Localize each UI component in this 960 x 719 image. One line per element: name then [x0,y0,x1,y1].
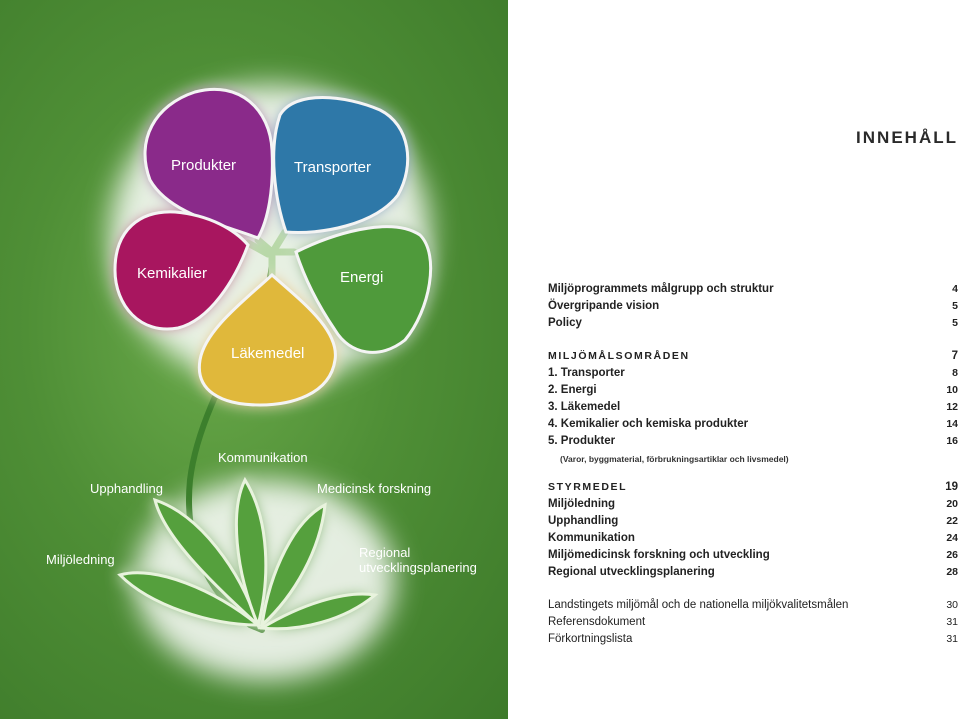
leaf-label-miljoledning: Miljöledning [46,552,115,567]
toc-entry-title: Regional utvecklingsplanering [548,566,715,578]
toc-entry[interactable]: Övergripande vision 5 [548,300,958,317]
petal-lakemedel [197,272,337,407]
toc-entry-page: 28 [946,566,958,578]
petal-kemikalier [113,210,250,331]
toc-styrmedel-group: STYRMEDEL 19 Miljöledning 20 Upphandling… [548,481,958,583]
toc-entry-title: Förkortningslista [548,633,633,645]
petal-energi [294,225,433,354]
toc-entry-title: Övergripande vision [548,300,660,312]
leaf-label-kommunikation: Kommunikation [218,450,308,465]
toc-entry-page: 31 [946,633,958,645]
leaf-right [257,592,379,631]
flower-illustration: Produkter Transporter Kemikalier Energi … [0,0,508,719]
leaf-label-regional-utvecklingsplanering: Regional utvecklingsplanering [359,545,477,575]
toc-entry-title: Miljöledning [548,498,616,510]
leaf-label-upphandling: Upphandling [90,481,164,496]
toc-section-heading[interactable]: MILJÖMÅLSOMRÅDEN 7 [548,350,958,367]
leaf-center-left [234,476,268,630]
petal-label-energi: Energi [340,269,384,286]
toc-entry[interactable]: 4. Kemikalier och kemiska produkter 14 [548,418,958,435]
toc-entry[interactable]: Policy 5 [548,317,958,334]
leaf-far-left [117,571,263,627]
toc-entry[interactable]: Förkortningslista 31 [548,633,958,650]
toc-entry-note: (Varor, byggmaterial, förbrukningsartikl… [560,454,789,464]
toc-entry-title: 1. Transporter [548,367,625,379]
toc-entry[interactable]: Upphandling 22 [548,515,958,532]
toc-heading: INNEHÅLL [856,128,958,147]
toc-section-title: MILJÖMÅLSOMRÅDEN [548,350,690,362]
toc-entry[interactable]: 1. Transporter 8 [548,367,958,384]
petal-produkter [143,87,274,240]
toc-intro-group: Miljöprogrammets målgrupp och struktur 4… [548,283,958,334]
toc-entry[interactable]: Miljöledning 20 [548,498,958,515]
toc-entry[interactable]: Landstingets miljömål och de nationella … [548,599,958,616]
toc-entry-page: 16 [946,435,958,447]
toc-omraden-group: MILJÖMÅLSOMRÅDEN 7 1. Transporter 8 2. E… [548,350,958,466]
leaf-left [152,497,262,631]
toc-entry[interactable]: Miljöprogrammets målgrupp och struktur 4 [548,283,958,300]
toc-entry[interactable]: Referensdokument 31 [548,616,958,633]
toc-appendix-group: Landstingets miljömål och de nationella … [548,599,958,650]
petal-label-kemikalier: Kemikalier [137,265,208,282]
toc-entry-page: 14 [946,418,958,430]
toc-entry-title: Referensdokument [548,616,646,628]
toc-entry-title: 4. Kemikalier och kemiska produkter [548,418,749,430]
toc-entry-title: Policy [548,317,582,329]
toc-entry-title: 2. Energi [548,384,597,396]
toc-entry-title: 3. Läkemedel [548,401,621,413]
toc-section-page: 7 [951,350,958,362]
toc-entry-page: 20 [946,498,958,510]
toc-entry[interactable]: Regional utvecklingsplanering 28 [548,566,958,583]
toc-entry-page: 5 [952,300,958,312]
table-of-contents: INNEHÅLL Miljöprogrammets målgrupp och s… [508,0,960,719]
toc-entry-page: 12 [946,401,958,413]
toc-entry[interactable]: Miljömedicinsk forskning och utveckling … [548,549,958,566]
toc-entry-page: 26 [946,549,958,561]
toc-entry-page: 5 [952,317,958,329]
toc-entry-page: 10 [946,384,958,396]
toc-entry-page: 30 [946,599,958,611]
toc-entry-title: Miljömedicinsk forskning och utveckling [548,549,770,561]
toc-entry-title: Upphandling [548,515,619,527]
toc-section-page: 19 [945,481,958,493]
toc-entry-page: 4 [952,283,958,295]
toc-entry[interactable]: 2. Energi 10 [548,384,958,401]
toc-entry-page: 24 [946,532,958,544]
toc-entry-page: 31 [946,616,958,628]
petal-label-produkter: Produkter [171,157,237,174]
toc-entry-page: 22 [946,515,958,527]
toc-section-heading[interactable]: STYRMEDEL 19 [548,481,958,498]
leaf-center-right [259,502,327,629]
toc-entry-page: 8 [952,367,958,379]
toc-entry[interactable]: Kommunikation 24 [548,532,958,549]
toc-entry-title: 5. Produkter [548,435,616,447]
petal-label-lakemedel: Läkemedel [231,345,305,362]
toc-section-title: STYRMEDEL [548,481,628,493]
toc-entry-title: Miljöprogrammets målgrupp och struktur [548,283,774,295]
toc-entry-title: Kommunikation [548,532,635,544]
petal-transporter [272,96,410,234]
flower-drawing [110,85,433,680]
petal-label-transporter: Transporter [294,159,371,176]
toc-entry[interactable]: 3. Läkemedel 12 [548,401,958,418]
leaf-label-medicinsk-forskning: Medicinsk forskning [317,481,432,496]
toc-entry[interactable]: 5. Produkter 16 [548,435,958,452]
toc-entry-title: Landstingets miljömål och de nationella … [548,599,849,611]
